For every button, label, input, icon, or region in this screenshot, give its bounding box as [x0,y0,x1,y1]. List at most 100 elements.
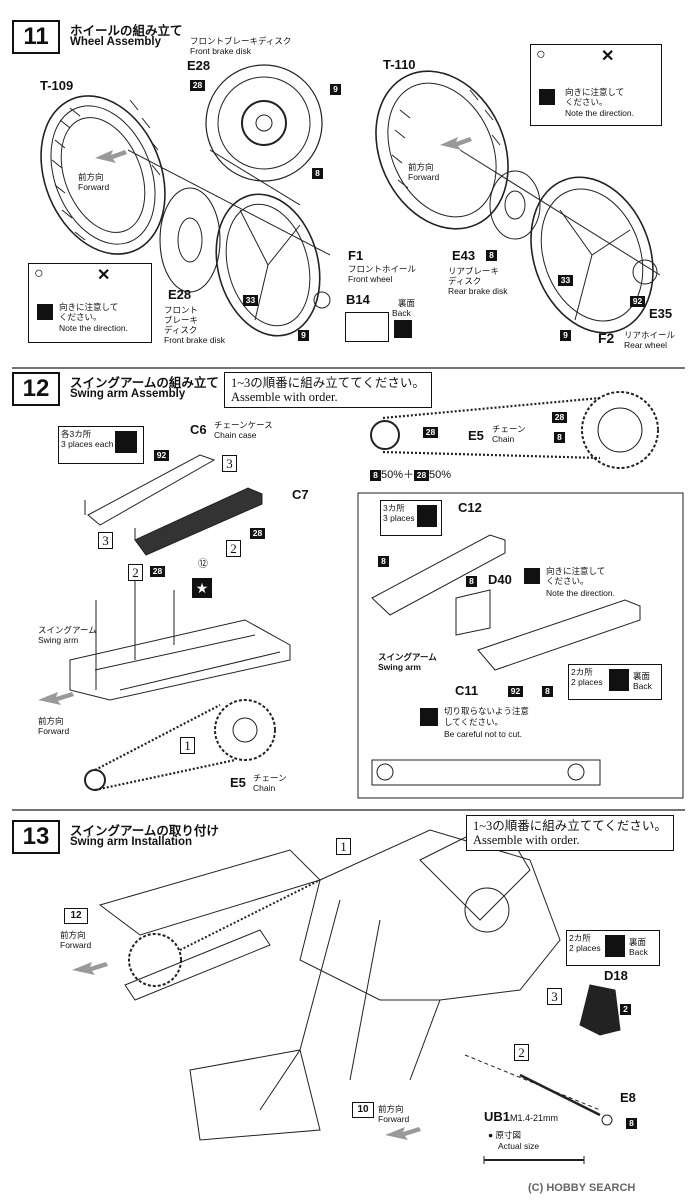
step-11-title-jp: ホイールの組み立て [70,24,183,38]
back-label-en: Back [629,947,648,957]
e5-label-en: Chain [492,434,515,444]
marker-8: 8 [486,250,497,261]
actual-size-jp-text: 原寸図 [495,1130,522,1140]
marker-8: 8 [542,686,553,697]
swing-arm-label-en: Swing arm [38,635,79,645]
step-13-number: 13 [12,820,60,854]
each-3-places-box: 各3カ所 3 places each [58,426,144,464]
part-e43: E43 [452,248,476,263]
direction-note-jp2: ください。 [565,97,608,107]
marker-9: 9 [298,330,309,341]
mix-ratio-1: 50%＋ [381,469,415,481]
c6-label-jp: チェーンケース [214,420,273,430]
three-places-en: 3 places [383,513,415,523]
ub1-size: M1.4-21mm [510,1113,559,1123]
mix-ratio-2: 50% [429,469,452,481]
part-e28-top: E28 [187,58,211,73]
order-2: 2 [226,540,241,557]
part-d18: D18 [604,968,628,983]
forward-label-jp: 前方向 [78,172,104,182]
cross-wrong-icon: ✕ [601,48,615,65]
three-places-jp: 3カ所 [383,503,405,513]
e5-label-en: Chain [253,783,276,793]
pen-icon [524,568,540,584]
part-d40: D40 [488,572,512,587]
marker-92: 92 [630,296,645,307]
marker-9: 9 [560,330,571,341]
marker-8: 8 [626,1118,637,1129]
step-ref-12: 12 [64,908,88,924]
cut-caution-icon [420,708,438,726]
part-e5: E5 [468,428,484,443]
part-b14: B14 [346,292,370,307]
step-13-title-jp: スイングアームの取り付け [70,824,219,838]
marker-92: 92 [508,686,523,697]
swing-arm2-label-en: Swing arm [378,662,421,672]
back-label-jp: 裏面 [398,298,416,308]
f2-label-jp: リアホイール [624,330,676,340]
back-side-icon [609,669,629,691]
order-note-jp: 1~3の順番に組み立ててください。 [231,376,425,390]
part-c11: C11 [455,683,479,698]
cut-note-jp2: してください。 [444,717,503,727]
each-3-places-en: 3 places each [61,439,114,449]
back-label-en: Back [392,308,411,318]
back-label-jp: 裏面 [629,937,647,947]
direction-note-box-rear: ○ ✕ 向きに注意して ください。 Note the direction. [530,44,662,126]
part-t110: T-110 [383,57,416,72]
actual-size-jp: ● 原寸図 [488,1130,522,1140]
marker-9: 9 [330,84,341,95]
three-places-box: 3カ所 3 places [380,500,442,536]
step-12-number: 12 [12,372,60,406]
order-3: 3 [547,988,562,1005]
order-1: 1 [336,838,351,855]
part-e5: E5 [230,775,246,790]
e5-label-jp: チェーン [492,424,526,434]
marker-8: 8 [312,168,323,179]
e28-bottom-jp2: ブレーキ [164,315,199,325]
swing-arm2-label-jp: スイングアーム [378,652,437,662]
forward2-label-en: Forward [378,1114,410,1124]
e28-bottom-jp1: フロント [164,305,199,315]
direction-note-en: Note the direction. [565,108,634,118]
dir-note-en: Note the direction. [546,588,615,598]
cross-wrong-icon: ✕ [97,267,111,284]
actual-size-en: Actual size [498,1141,540,1151]
glue-icon [115,431,137,453]
part-e8: E8 [620,1090,636,1105]
cut-note-jp1: 切り取らないよう注意 [444,706,529,716]
back-side-icon [605,935,625,957]
order-2: 2 [128,564,143,581]
step-11-number: 11 [12,20,60,54]
front-disk-label-en: Front brake disk [190,46,251,56]
step-12-title-jp: スイングアームの組み立て [70,376,219,390]
back-label-jp: 裏面 [633,671,651,681]
part-c6: C6 [190,422,207,437]
back-label-en: Back [633,681,652,691]
two-places-box: 2カ所 2 places 裏面 Back [566,930,660,966]
two-places-box: 2カ所 2 places 裏面 Back [568,664,662,700]
forward-label-jp: 前方向 [60,930,86,940]
glue-icon [417,505,437,527]
each-3-places-jp: 各3カ所 [61,429,92,439]
forward2-label-jp: 前方向 [378,1104,404,1114]
two-places-en: 2 places [569,943,601,953]
two-places-jp: 2カ所 [569,933,591,943]
pen-icon [37,304,53,320]
forward-label-en-rear: Forward [408,172,440,182]
direction-note-jp2: ください。 [59,312,102,322]
forward-label-en: Forward [38,726,70,736]
step-12-order-note: 1~3の順番に組み立ててください。 Assemble with order. [224,372,432,408]
marker-28: 28 [250,528,265,539]
e43-label-jp2: ディスク [448,276,482,286]
part-c7: C7 [292,487,309,502]
direction-note-box-front: ○ ✕ 向きに注意して ください。 Note the direction. [28,263,152,343]
marker-2: 2 [620,1004,631,1015]
order-3: 3 [222,455,237,472]
order-note-en: Assemble with order. [473,833,580,847]
marker-8: 8 [466,576,477,587]
back-side-icon [394,320,412,338]
swing-arm-label-jp: スイングアーム [38,625,97,635]
